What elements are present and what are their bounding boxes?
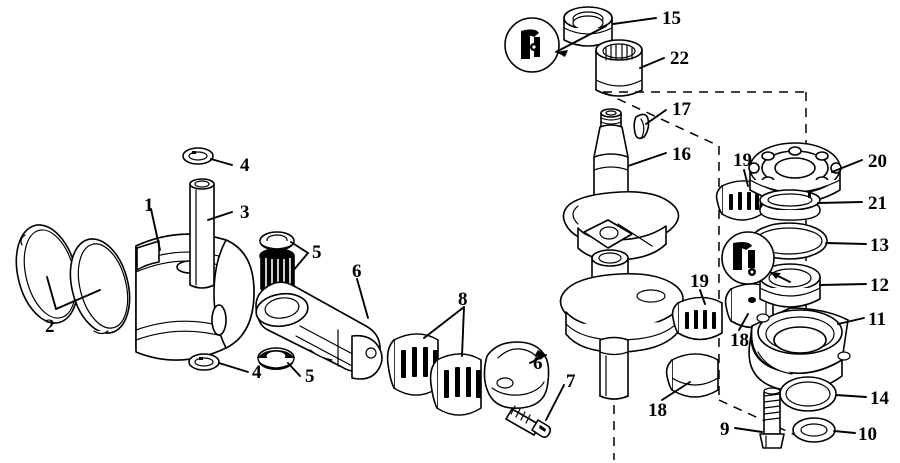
connecting-rod-cap (483, 341, 550, 410)
callout-label-5-lower: 5 (305, 366, 315, 387)
needle-bearing-washer-lower (257, 347, 295, 370)
leader-lines (46, 17, 867, 434)
needle-bearing-washer-upper (259, 231, 295, 251)
o-ring-14 (779, 376, 837, 412)
connecting-rod (255, 281, 383, 380)
roller-cage-19-lower (671, 296, 723, 341)
bolt-9 (759, 387, 785, 449)
piston-pin (189, 178, 215, 289)
callout-label-1: 1 (144, 195, 154, 216)
callout-label-14: 14 (870, 388, 889, 409)
main-bearing-18-lower (665, 353, 719, 398)
callout-label-5-upper: 5 (312, 242, 322, 263)
washer-10 (792, 417, 836, 443)
woodruff-key-17 (633, 113, 650, 140)
detail-magnifier-mid (721, 231, 791, 285)
callout-label-17: 17 (672, 99, 691, 120)
seal-top-15 (563, 6, 613, 47)
crankpin-bearing-b (429, 353, 482, 416)
callout-label-4-lower: 4 (252, 362, 262, 383)
callout-label-2: 2 (45, 316, 55, 337)
oil-seal-12 (759, 263, 821, 308)
callout-label-12: 12 (870, 275, 889, 296)
detail-magnifier-top (504, 17, 607, 73)
bearing-housing-11 (748, 307, 851, 392)
retaining-ring-upper (182, 147, 214, 165)
callout-label-18-upper: 18 (730, 330, 749, 351)
callout-label-6-rod: 6 (352, 261, 362, 282)
piston-ring-inner (69, 238, 131, 335)
callout-label-11: 11 (868, 309, 886, 330)
callout-label-10: 10 (858, 424, 877, 445)
needle-sleeve-22 (595, 39, 643, 97)
callout-label-22: 22 (670, 48, 689, 69)
callout-label-19-upper: 19 (733, 150, 752, 171)
callout-label-21: 21 (868, 193, 887, 214)
callout-label-6-cap: 6 (533, 353, 543, 374)
callout-label-8: 8 (458, 289, 468, 310)
callout-label-3: 3 (240, 202, 250, 223)
retaining-ring-lower (188, 353, 220, 371)
retaining-ring-21 (759, 189, 821, 221)
callout-label-4-upper: 4 (240, 155, 250, 176)
connecting-rod-screw (505, 405, 552, 438)
callout-label-15: 15 (662, 8, 681, 29)
callout-label-20: 20 (868, 151, 887, 172)
callout-label-13: 13 (870, 235, 889, 256)
callout-label-9: 9 (720, 419, 730, 440)
callout-label-16: 16 (672, 144, 691, 165)
callout-label-19-lower: 19 (690, 271, 709, 292)
callout-label-7: 7 (566, 371, 576, 392)
callout-label-18-lower: 18 (648, 400, 667, 421)
